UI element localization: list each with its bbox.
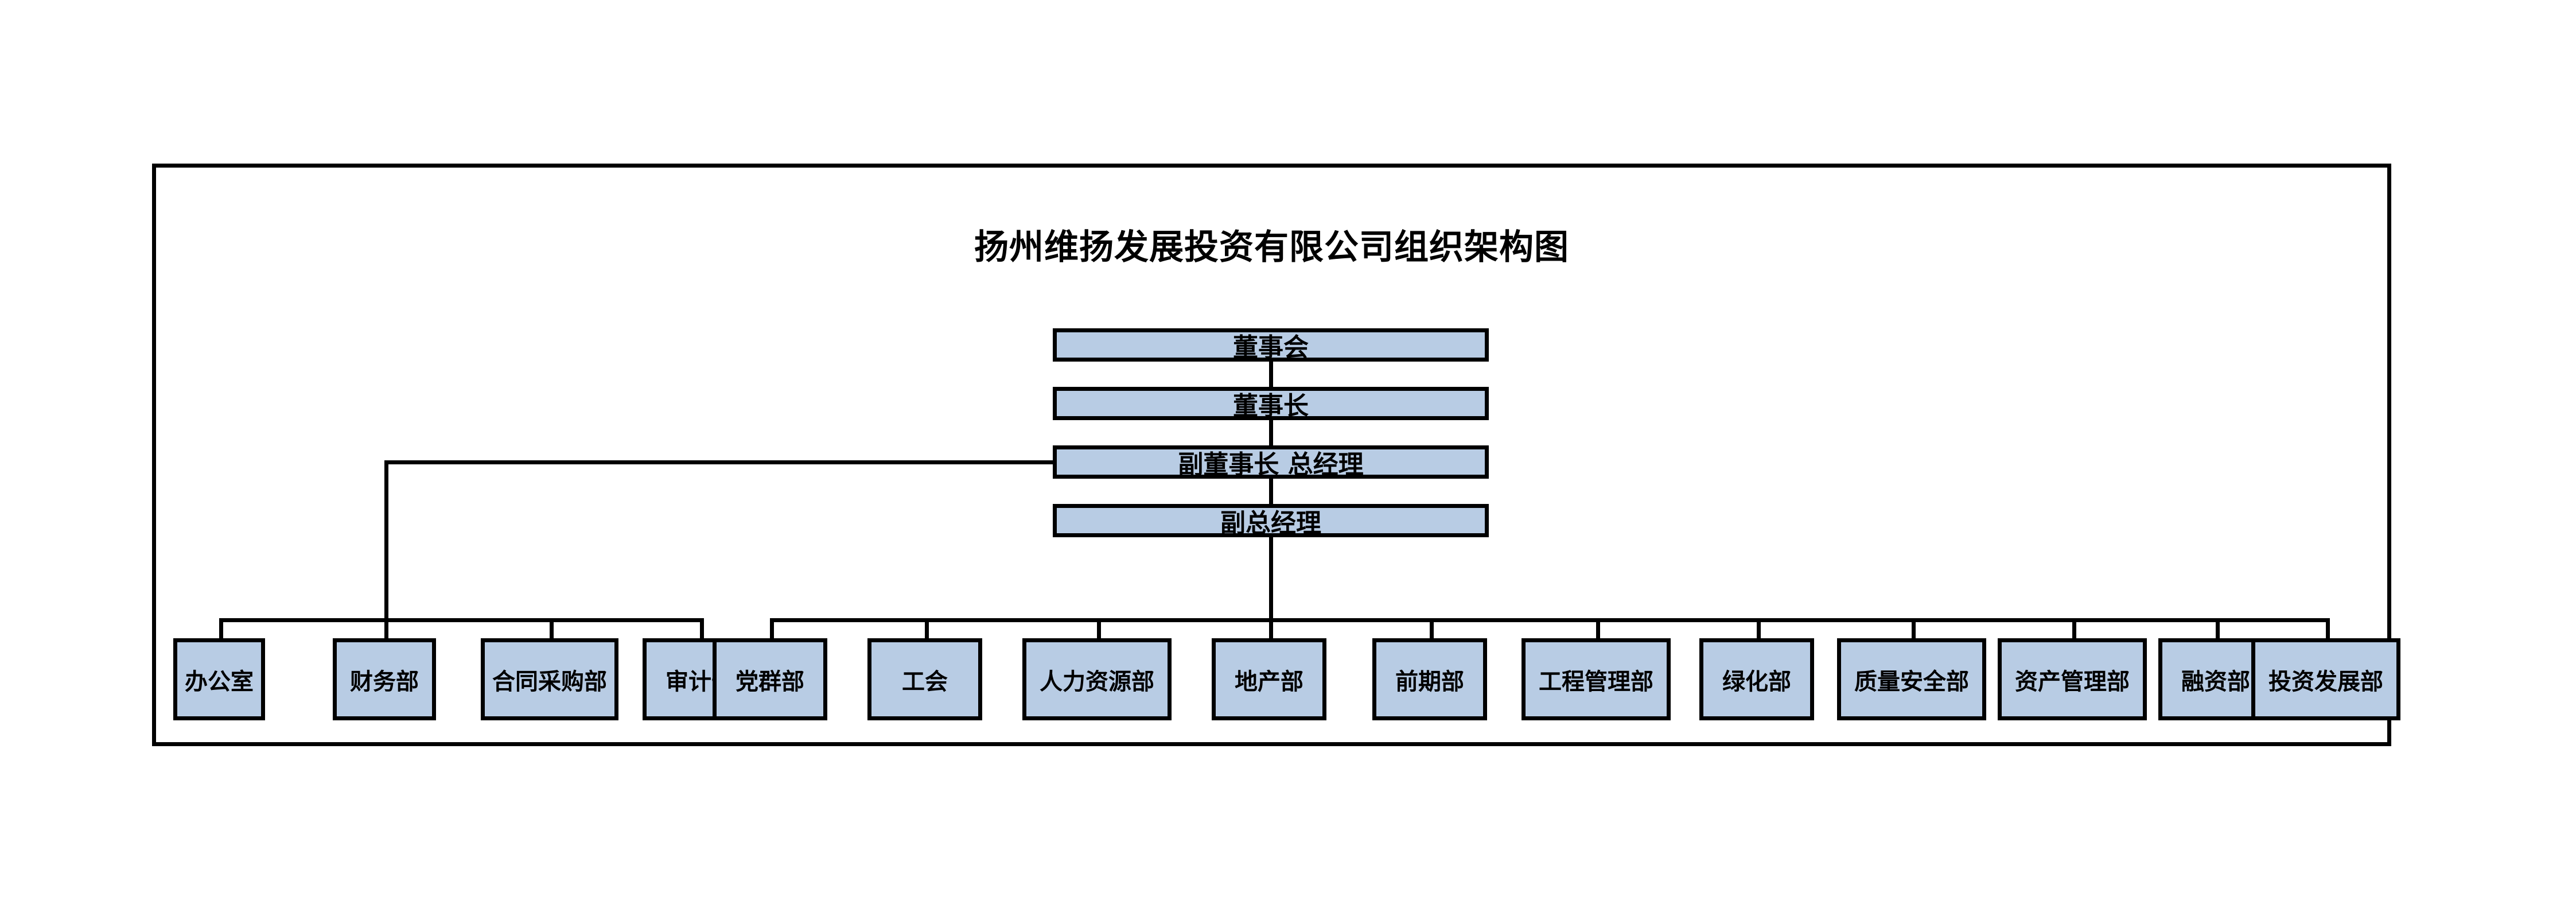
dropper-d12 bbox=[2072, 618, 2076, 642]
dept-label-9: 工程管理部 bbox=[1539, 668, 1653, 695]
dropper-d3 bbox=[700, 618, 704, 642]
dropper-d11 bbox=[1912, 618, 1916, 642]
dept-box-14[interactable]: 投资发展部 bbox=[2251, 638, 2400, 720]
node-deputy-gm[interactable]: 副总经理 bbox=[1053, 504, 1489, 538]
dept-box-8[interactable]: 前期部 bbox=[1372, 638, 1487, 720]
dropper-d1 bbox=[384, 618, 388, 642]
dept-box-9[interactable]: 工程管理部 bbox=[1522, 638, 1671, 720]
dept-label-8: 前期部 bbox=[1395, 668, 1464, 695]
dept-box-7[interactable]: 地产部 bbox=[1212, 638, 1326, 720]
edge-chairman-to-vicechair bbox=[1269, 420, 1273, 445]
edge-vicechair-left-elbow-vertical bbox=[384, 460, 388, 642]
node-chairman[interactable]: 董事长 bbox=[1053, 387, 1489, 421]
dept-box-5[interactable]: 工会 bbox=[867, 638, 982, 720]
dropper-d2 bbox=[550, 618, 554, 642]
node-deputy-gm-label: 副总经理 bbox=[1220, 509, 1321, 538]
dept-label-2: 合同采购部 bbox=[492, 668, 607, 695]
dept-label-5: 工会 bbox=[902, 668, 948, 695]
dropper-d8 bbox=[1430, 618, 1434, 642]
bus-left-group bbox=[219, 618, 700, 622]
dept-label-10: 绿化部 bbox=[1722, 668, 1791, 695]
node-board[interactable]: 董事会 bbox=[1053, 328, 1489, 362]
node-vicechair-gm[interactable]: 副董事长 总经理 bbox=[1053, 445, 1489, 479]
page-title: 扬州维扬发展投资有限公司组织架构图 bbox=[974, 227, 1569, 267]
dept-label-12: 资产管理部 bbox=[2015, 668, 2130, 695]
dept-label-4: 党群部 bbox=[736, 668, 804, 695]
dept-box-2[interactable]: 合同采购部 bbox=[481, 638, 618, 720]
edge-board-to-chairman bbox=[1269, 362, 1273, 387]
edge-vicechair-left-elbow-horizontal bbox=[384, 460, 1053, 464]
dropper-d7 bbox=[1269, 618, 1273, 642]
node-board-label: 董事会 bbox=[1233, 333, 1309, 362]
dropper-d13 bbox=[2216, 618, 2220, 642]
dept-label-1: 财务部 bbox=[350, 668, 419, 695]
dept-label-7: 地产部 bbox=[1235, 668, 1303, 695]
dropper-d10 bbox=[1757, 618, 1761, 642]
edge-deputy-gm-drop bbox=[1269, 537, 1273, 622]
dept-label-11: 质量安全部 bbox=[1854, 668, 1969, 695]
bus-right-group bbox=[770, 618, 2326, 622]
dept-box-12[interactable]: 资产管理部 bbox=[1998, 638, 2147, 720]
node-chairman-label: 董事长 bbox=[1233, 391, 1309, 421]
dept-label-0: 办公室 bbox=[185, 668, 254, 695]
dropper-d9 bbox=[1596, 618, 1600, 642]
dept-box-0[interactable]: 办公室 bbox=[173, 638, 265, 720]
dept-label-13: 融资部 bbox=[2181, 668, 2250, 695]
dept-label-6: 人力资源部 bbox=[1040, 668, 1154, 695]
dropper-d0 bbox=[219, 618, 223, 642]
chart-frame: 扬州维扬发展投资有限公司组织架构图 董事会 董事长 副董事长 总经理 副总经理 bbox=[152, 164, 2400, 746]
dropper-d6 bbox=[1097, 618, 1101, 642]
dept-label-14: 投资发展部 bbox=[2268, 668, 2383, 695]
dept-box-4[interactable]: 党群部 bbox=[713, 638, 827, 720]
dept-box-1[interactable]: 财务部 bbox=[333, 638, 436, 720]
dept-box-11[interactable]: 质量安全部 bbox=[1837, 638, 1986, 720]
dropper-d14 bbox=[2326, 618, 2330, 642]
dept-box-6[interactable]: 人力资源部 bbox=[1022, 638, 1172, 720]
node-vicechair-gm-label: 副董事长 总经理 bbox=[1178, 450, 1364, 479]
dept-box-10[interactable]: 绿化部 bbox=[1699, 638, 1814, 720]
dropper-d4 bbox=[770, 618, 774, 642]
dropper-d5 bbox=[925, 618, 929, 642]
edge-vicechair-to-deputy bbox=[1269, 479, 1273, 504]
